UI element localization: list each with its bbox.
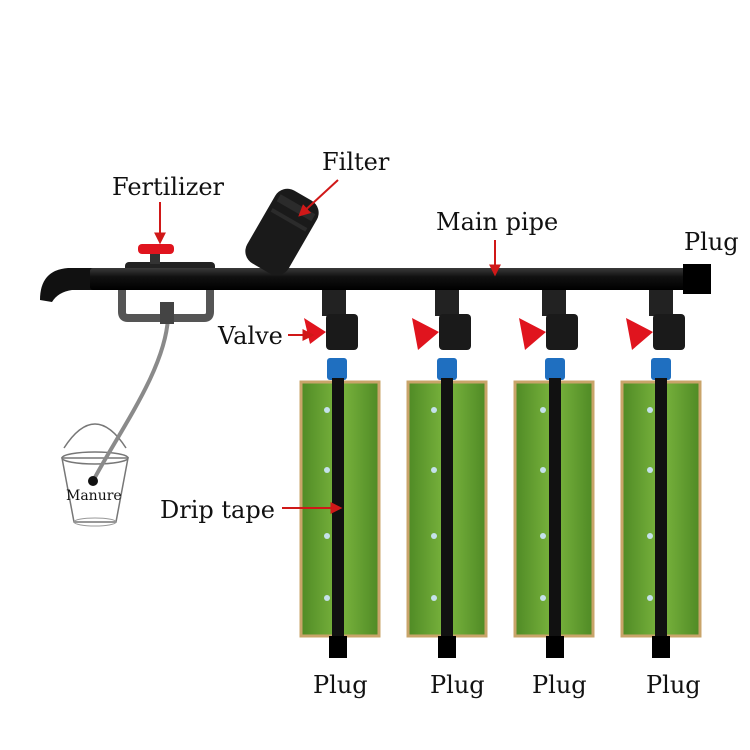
branch-4 xyxy=(620,290,702,658)
drip-tape-label: Drip tape xyxy=(160,496,275,524)
main-pipe-label: Main pipe xyxy=(436,208,559,236)
plug-label-3: Plug xyxy=(532,671,587,699)
plug-label-2: Plug xyxy=(430,671,485,699)
fertilizer-label: Fertilizer xyxy=(112,173,225,201)
main-pipe-plug-label: Plug xyxy=(684,228,739,256)
main-pipe-plug xyxy=(683,264,711,294)
branch-3 xyxy=(513,290,595,658)
plug-label-4: Plug xyxy=(646,671,701,699)
filter-label: Filter xyxy=(322,148,390,176)
main-pipe xyxy=(40,264,711,302)
branch-2 xyxy=(406,290,488,658)
filter-arrow xyxy=(298,179,339,217)
valve-label: Valve xyxy=(218,322,283,350)
fertilizer-valve-handle xyxy=(138,244,174,254)
water-drops xyxy=(324,407,653,601)
plug-label-1: Plug xyxy=(313,671,368,699)
branch-1 xyxy=(299,290,381,658)
disc-filter xyxy=(245,188,319,276)
hose-end xyxy=(88,476,98,486)
manure-label: Manure xyxy=(66,488,122,504)
suction-hose xyxy=(91,317,170,482)
